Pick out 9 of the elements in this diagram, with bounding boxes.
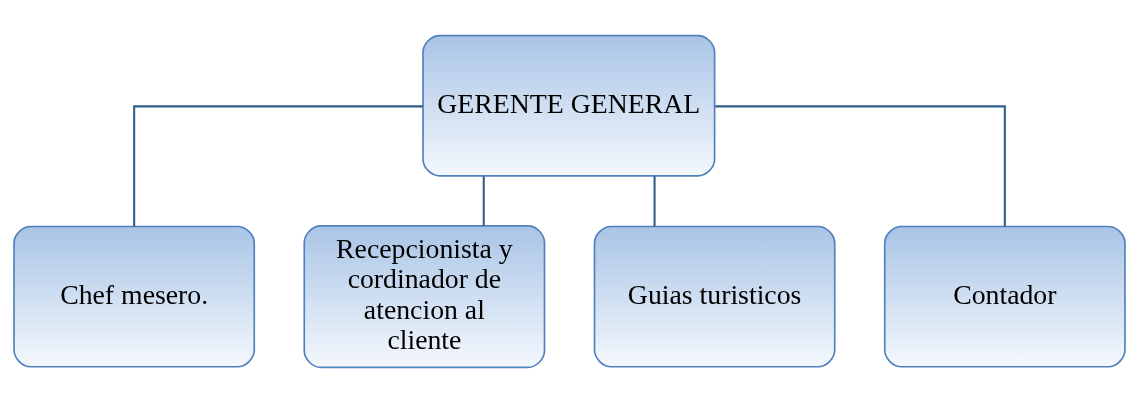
connector: [133, 105, 423, 227]
node-box: Recepcionista y cordinador de atencion al cliente: [303, 224, 546, 369]
connector: [482, 176, 485, 226]
node-box: Guias turisticos: [593, 225, 836, 368]
connector: [653, 176, 656, 227]
node-box: Chef mesero.: [13, 225, 256, 368]
node-box: Contador: [883, 225, 1126, 368]
connector: [715, 105, 1006, 227]
node-box: GERENTE GENERAL: [422, 34, 716, 177]
